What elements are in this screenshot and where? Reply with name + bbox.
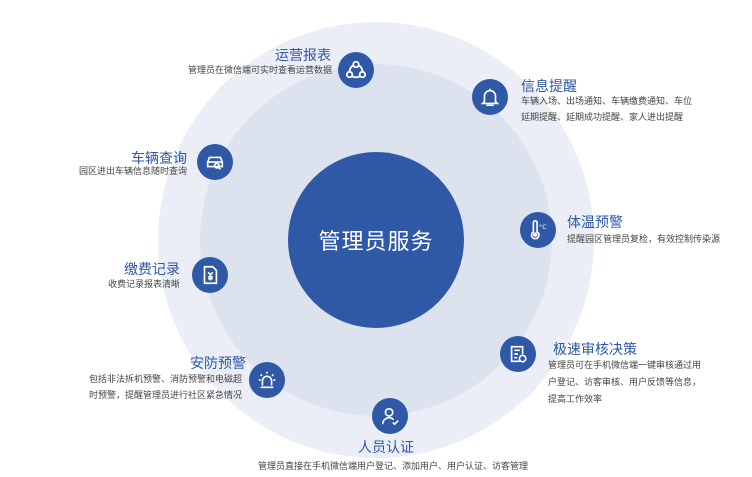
feature-title-temperature-alert: 体温预警 (567, 215, 623, 231)
feature-desc: 延期提醒、延期成功提醒、家人进出提醒 (521, 113, 684, 123)
alarm-light-icon (249, 362, 285, 398)
review-document-icon (500, 336, 536, 372)
car-search-icon (197, 144, 233, 180)
feature-desc: 管理员可在手机微信端一键审核通过用 (548, 361, 702, 371)
feature-desc: 管理员在微信端可实时查看运营数据 (187, 66, 332, 76)
feature-desc: 时预警，提醒管理员进行社区紧急情况 (88, 391, 242, 401)
feature-title-payment-records: 缴费记录 (124, 262, 180, 278)
feature-desc: 管理员直接在手机微信端用户登记、添加用户、用户认证、访客管理 (257, 462, 528, 472)
svg-text:°C: °C (539, 223, 547, 231)
feature-desc: 园区进出车辆信息随时查询 (78, 167, 187, 177)
share-nodes-icon (338, 52, 374, 88)
feature-desc: 户登记、访客审核、用户反馈等信息， (548, 378, 702, 388)
feature-title-personnel-auth: 人员认证 (358, 440, 414, 456)
center-label: 管理员服务 (318, 230, 434, 255)
feature-desc: 提醒园区管理员复检，有效控制传染源 (567, 235, 721, 245)
feature-title-vehicle-query: 车辆查询 (131, 151, 187, 167)
feature-desc: 包括非法拆机预警、消防预警和电磁超 (88, 375, 242, 385)
feature-desc: 提高工作效率 (548, 395, 603, 405)
feature-desc: 收费记录报表清晰 (107, 280, 180, 290)
feature-title-info-reminder: 信息提醒 (521, 79, 577, 95)
bell-icon (472, 79, 508, 115)
feature-desc: 车辆入场、出场通知、车辆缴费通知、车位 (521, 97, 693, 107)
yen-document-icon (192, 257, 228, 293)
feature-title-operation-report: 运营报表 (275, 48, 331, 64)
feature-title-fast-review: 极速审核决策 (553, 342, 637, 358)
feature-title-security-alert: 安防预警 (190, 356, 246, 372)
user-check-icon (372, 398, 408, 434)
thermometer-icon: °C (520, 212, 556, 248)
center-circle: 管理员服务 (288, 152, 464, 328)
